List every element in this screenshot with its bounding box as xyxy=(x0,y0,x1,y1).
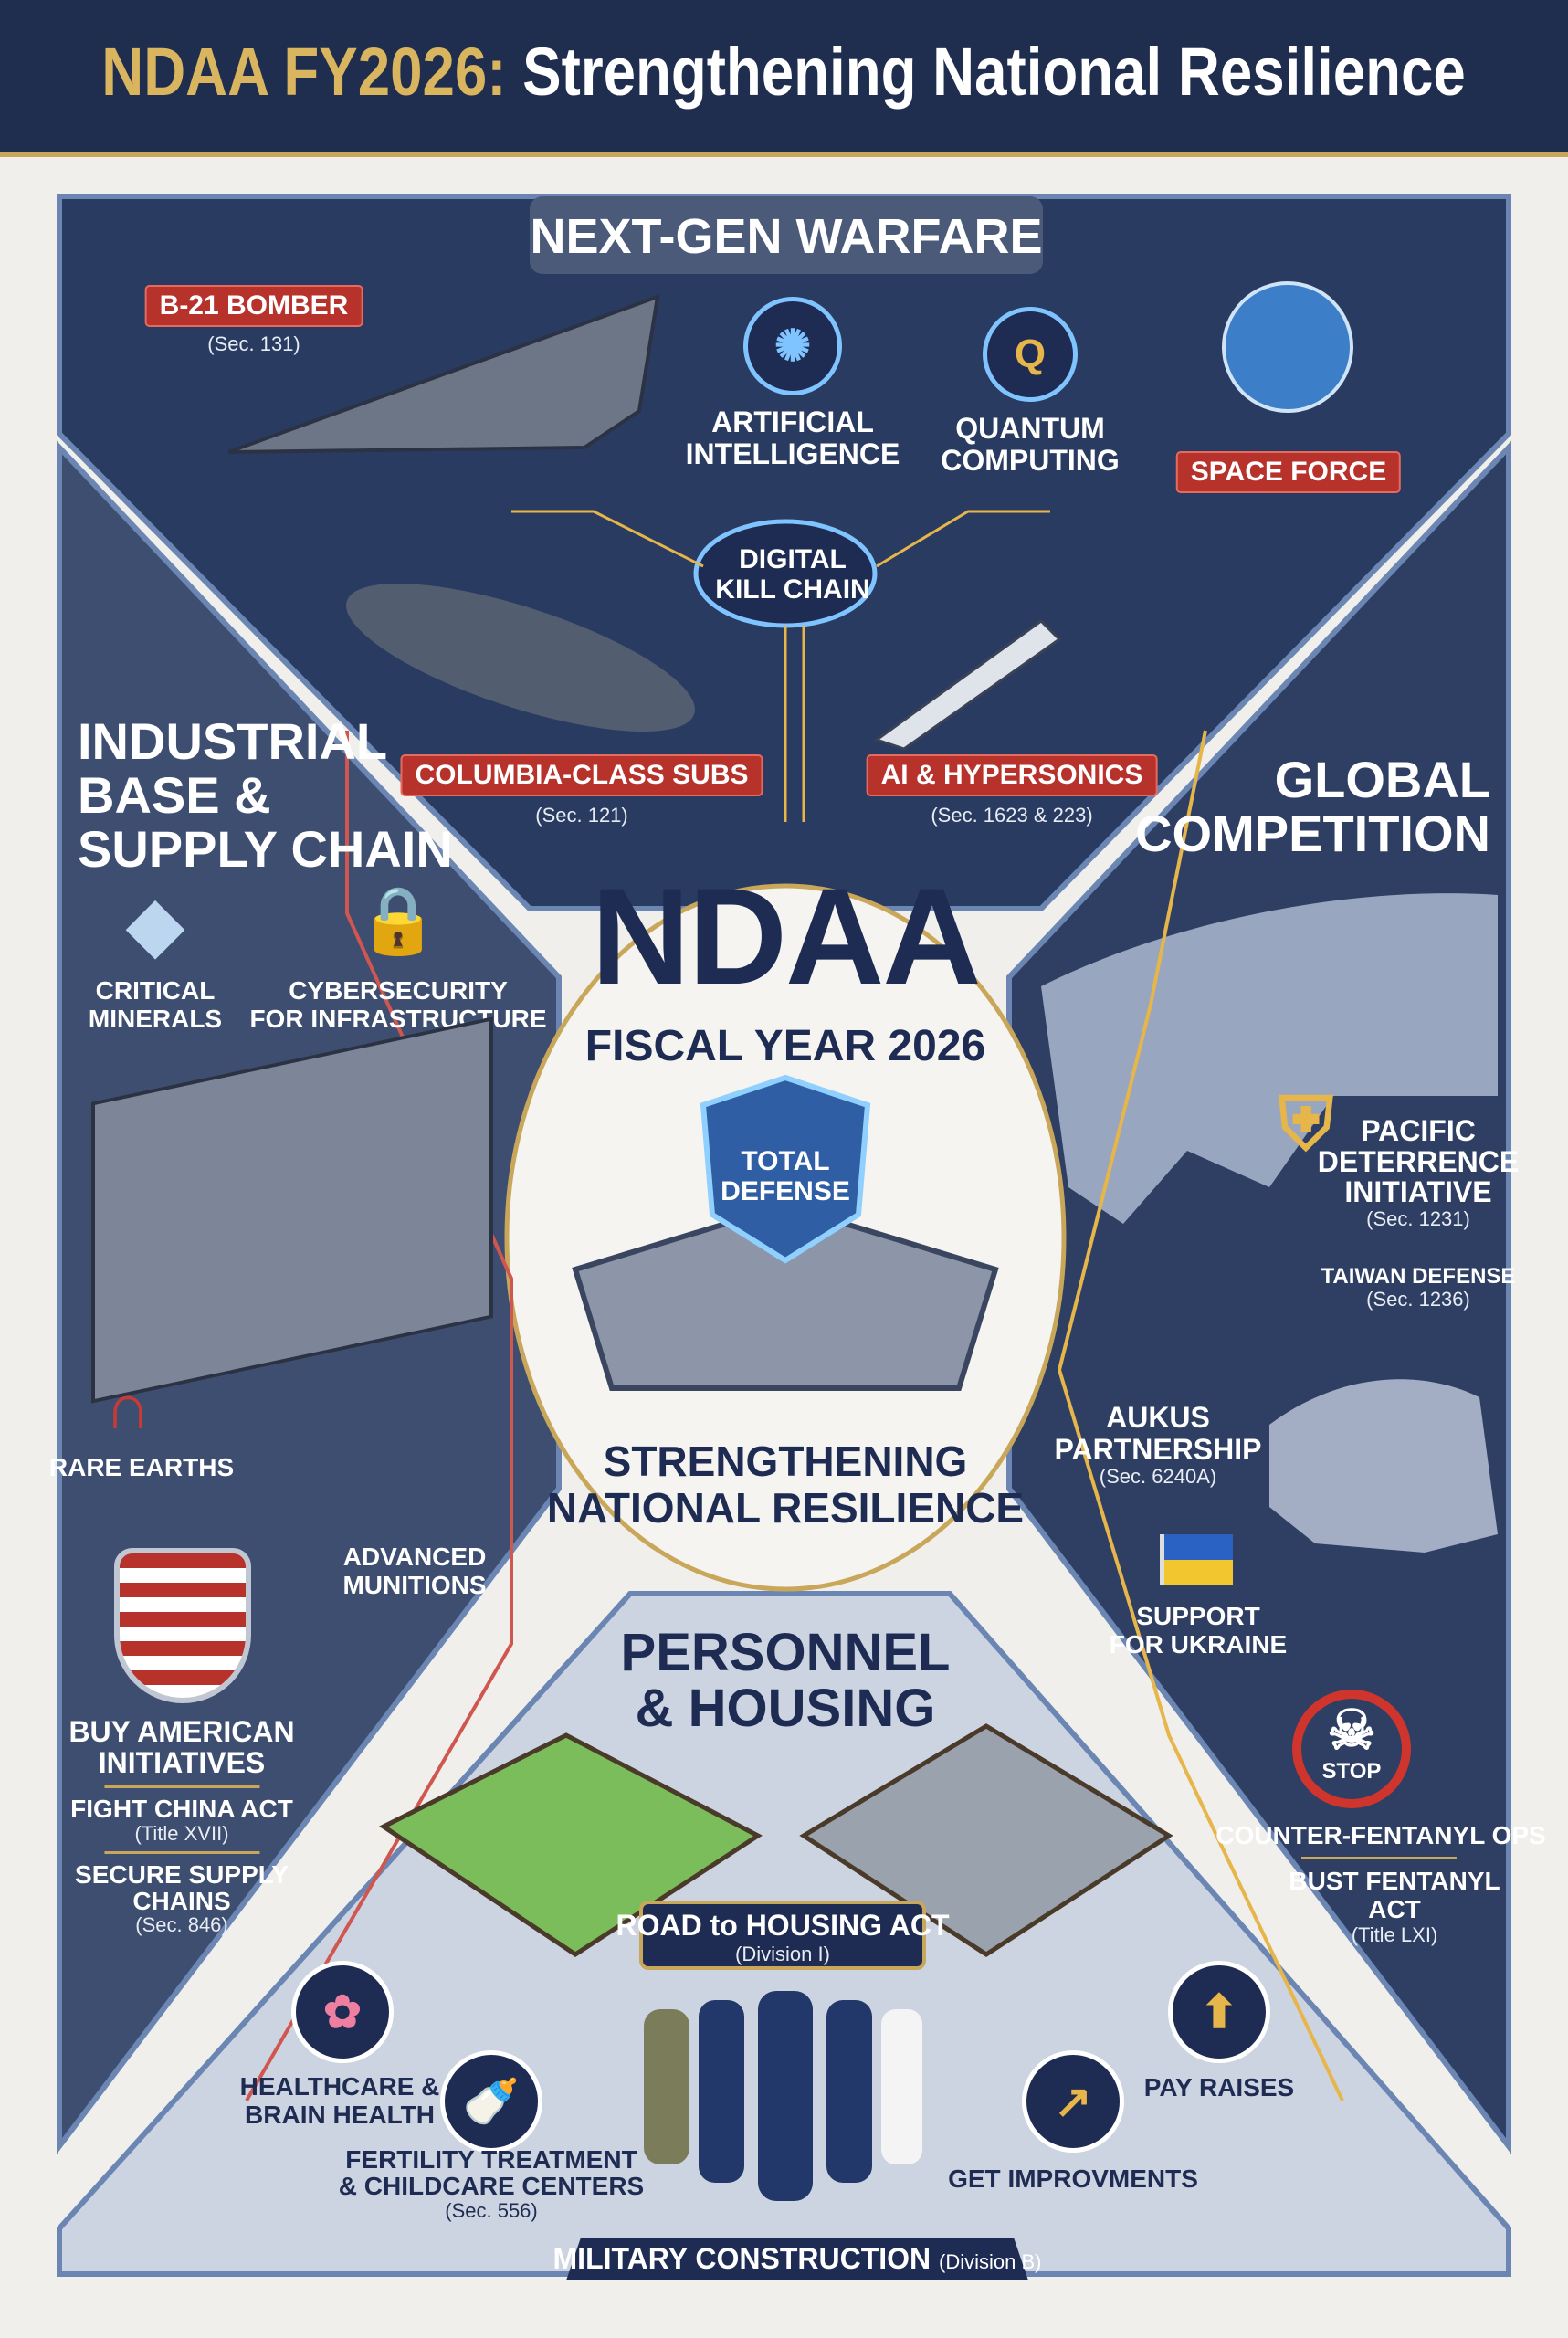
lock-shield-icon: 🔒 xyxy=(357,884,439,957)
counter-fentanyl-ops-label: COUNTER-FENTANYL OPS xyxy=(1215,1821,1546,1849)
next-gen-warfare-heading: NEXT-GEN WARFARE xyxy=(530,209,1043,264)
columbia-subs-label: COLUMBIA-CLASS SUBS(Sec. 121) xyxy=(400,754,763,827)
get-improvements-label: GET IMPROVMENTS xyxy=(948,2164,1198,2193)
us-flag-shield-icon xyxy=(114,1548,251,1703)
ukraine-flag-icon xyxy=(1160,1534,1233,1585)
milcon-bar xyxy=(566,2238,1028,2280)
stop-skull-icon: ☠STOP xyxy=(1292,1690,1411,1808)
road-housing-box xyxy=(639,1901,926,1970)
gold-shield-icon: ⛨ xyxy=(1279,1083,1333,1164)
columbia-sub-illustration xyxy=(346,584,695,732)
housing-illustration xyxy=(379,1732,763,1957)
next-gen-tab xyxy=(530,196,1043,274)
space-force-label: SPACE FORCE xyxy=(1175,451,1402,493)
coins-growth-icon: ↗ xyxy=(1022,2050,1124,2153)
b21-label: B-21 BOMBER(Sec. 131) xyxy=(144,285,363,356)
title-main: Strengthening National Resilience xyxy=(522,34,1466,110)
circuit-lines xyxy=(511,510,1050,822)
pentagon-illustration xyxy=(572,1202,999,1391)
crystal-icon: ◆ xyxy=(127,883,184,964)
coins-arrow-up-icon: ⬆ xyxy=(1168,1961,1270,2063)
hypersonic-missile-illustration xyxy=(873,619,1062,751)
title-accent: NDAA FY2026: xyxy=(101,34,507,110)
baby-bottle-icon: 🍼 xyxy=(440,2050,542,2153)
ndaa-title: NDAA xyxy=(591,859,981,1013)
connector-red xyxy=(245,731,513,2102)
rare-earths-label: RARE EARTHS xyxy=(48,1453,235,1481)
shield-icon xyxy=(700,1074,871,1264)
service-members-illustration xyxy=(644,1991,922,2201)
globe-satellites-illustration xyxy=(1222,281,1353,413)
hypersonics-label: AI & HYPERSONICS(Sec. 1623 & 223) xyxy=(866,754,1158,827)
healthcare-label: HEALTHCARE &BRAIN HEALTH xyxy=(239,2072,440,2129)
pay-raises-label: PAY RAISES xyxy=(1143,2073,1295,2101)
header-gold-rule xyxy=(0,152,1568,157)
page-title: NDAA FY2026: Strengthening National Resi… xyxy=(101,38,1466,106)
connector-gold xyxy=(1057,730,1344,2101)
personnel-housing-heading: PERSONNEL& HOUSING xyxy=(620,1623,951,1738)
quantum-chip-icon: Q xyxy=(983,307,1078,402)
fertility-label: FERTILITY TREATMENT& CHILDCARE CENTERS(S… xyxy=(338,2145,645,2222)
brain-circuit-icon: ✺ xyxy=(743,297,842,395)
magnet-icon: ∩ xyxy=(104,1371,152,1442)
b21-bomber-illustration xyxy=(227,293,660,454)
fiscal-year-label: FISCAL YEAR 2026 xyxy=(584,1022,986,1070)
map-australia xyxy=(1269,1379,1498,1553)
taiwan-defense-label: TAIWAN DEFENSE(Sec. 1236) xyxy=(1321,1264,1516,1311)
brain-health-icon: ✿ xyxy=(291,1961,394,2063)
road-housing-label: ROAD to HOUSING ACT(Division I) xyxy=(616,1909,950,1965)
header-bar xyxy=(0,0,1568,153)
milcon-label: MILITARY CONSTRUCTION (Division B) xyxy=(552,2242,1042,2275)
divider xyxy=(1301,1857,1457,1859)
